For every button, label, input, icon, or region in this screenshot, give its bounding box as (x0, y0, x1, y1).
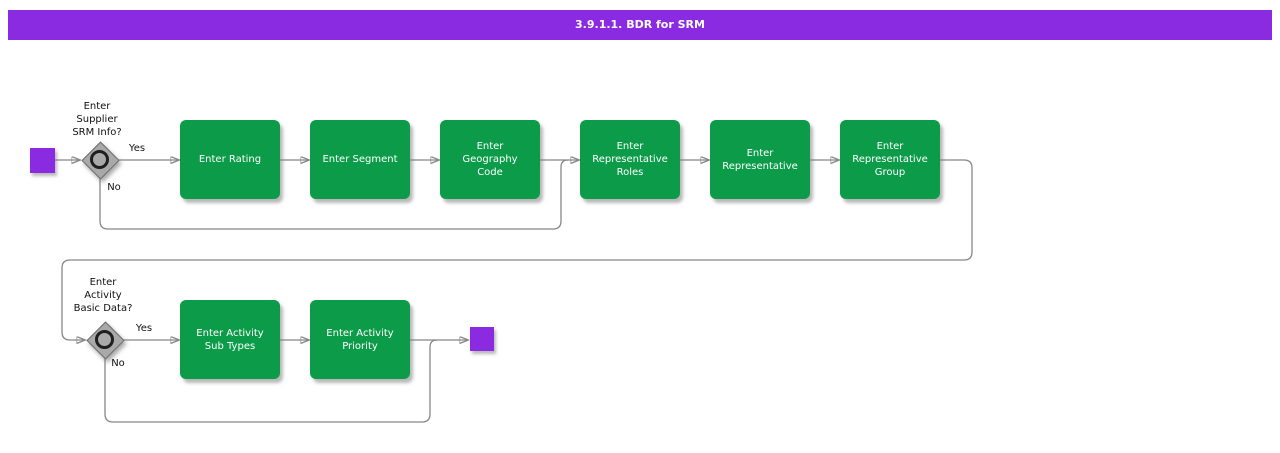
start-node (30, 148, 55, 173)
decision2-no-label: No (111, 358, 125, 369)
decision-activity-basic-data (86, 321, 125, 360)
task-enter-activity-priority: Enter Activity Priority (310, 300, 410, 379)
task-enter-rating: Enter Rating (180, 120, 280, 199)
end-node (470, 327, 494, 351)
task-enter-representative-group: Enter Representative Group (840, 120, 940, 199)
task-enter-representative-roles: Enter Representative Roles (580, 120, 680, 199)
decision1-yes-label: Yes (128, 143, 146, 154)
connector-decision2-no-bypass (104, 339, 438, 423)
decision1-question: Enter Supplier SRM Info? (72, 101, 122, 138)
diagram-title: 3.9.1.1. BDR for SRM (8, 10, 1272, 40)
connector-decision1-no-bypass (99, 159, 569, 230)
decision2-question: Enter Activity Basic Data? (73, 277, 133, 314)
task-enter-geography-code: Enter Geography Code (440, 120, 540, 199)
decision2-yes-label: Yes (135, 323, 153, 334)
connector-repgroup-to-decision2 (61, 159, 973, 340)
task-enter-segment: Enter Segment (310, 120, 410, 199)
decision-circle-icon (95, 330, 114, 349)
task-enter-activity-sub-types: Enter Activity Sub Types (180, 300, 280, 379)
task-enter-representative: Enter Representative (710, 120, 810, 199)
decision1-no-label: No (107, 182, 121, 193)
decision-circle-icon (90, 150, 109, 169)
decision-supplier-srm-info (81, 141, 120, 180)
